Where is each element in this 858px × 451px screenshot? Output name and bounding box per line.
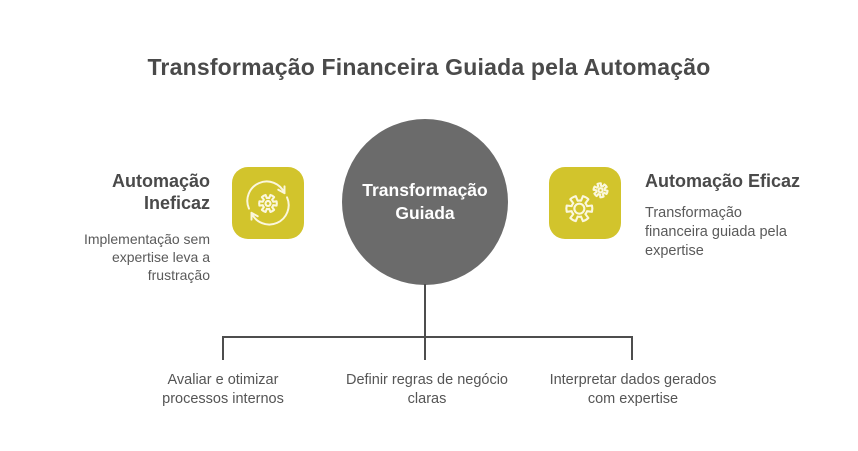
sync-gear-icon-tile <box>232 167 304 239</box>
gears-icon-tile <box>549 167 621 239</box>
left-section: Automação Ineficaz Implementação sem exp… <box>50 170 210 284</box>
gears-icon <box>552 170 618 236</box>
connector-bar <box>222 336 633 338</box>
right-section: Automação Eficaz Transformação financeir… <box>645 170 813 261</box>
connector-stem <box>424 284 426 337</box>
left-heading: Automação Ineficaz <box>111 171 210 213</box>
center-node-label: Transformação Guiada <box>362 180 488 223</box>
connector-drop-center <box>424 336 426 360</box>
branch-label-1: Avaliar e otimizar processos internos <box>162 372 284 407</box>
branch-label-2: Definir regras de negócio claras <box>345 372 508 407</box>
right-body: Transformação financeira guiada pela exp… <box>645 205 787 259</box>
page-title: Transformação Financeira Guiada pela Aut… <box>147 54 711 80</box>
connector-drop-right <box>631 336 633 360</box>
connector-drop-left <box>222 336 224 360</box>
center-node: Transformação Guiada <box>342 119 508 285</box>
left-body: Implementação sem expertise leva a frust… <box>83 231 210 283</box>
right-heading: Automação Eficaz <box>645 171 801 191</box>
sync-gear-icon <box>246 180 290 226</box>
branch-label-3: Interpretar dados gerados com expertise <box>549 372 717 407</box>
